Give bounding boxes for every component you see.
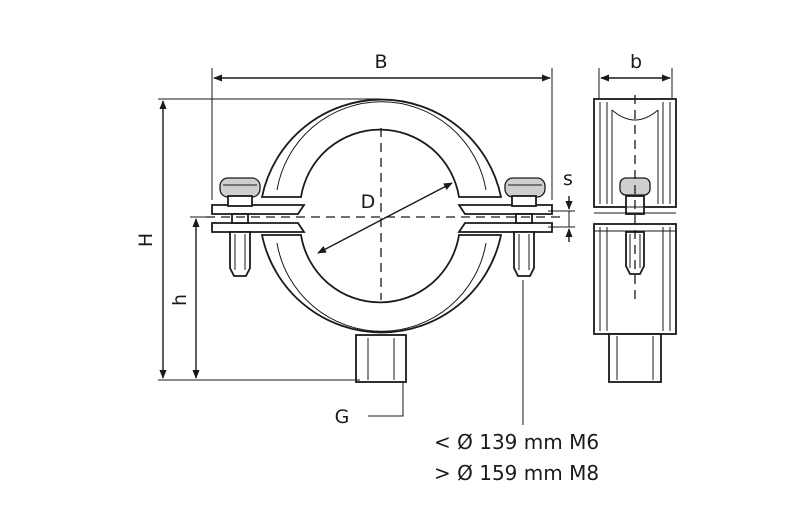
dimensions: B b s H h G D: [135, 51, 673, 428]
upper-flange-left: [211, 204, 306, 215]
upper-clamp-half: [260, 98, 503, 198]
side-view: [593, 95, 677, 383]
lower-clamp-half: [260, 234, 503, 334]
lower-flange-left: [211, 222, 306, 233]
diameter-arrow: [317, 182, 453, 254]
dimension-H-label: H: [135, 233, 157, 247]
dimension-s-label: s: [563, 168, 573, 190]
dimension-b-label: b: [630, 51, 642, 73]
threaded-socket: [355, 334, 407, 383]
dimension-D-label: D: [361, 191, 376, 213]
screw-size-note-small: < Ø 139 mm M6: [434, 430, 599, 454]
dimension-h-label: h: [169, 294, 191, 306]
front-view: [206, 98, 560, 383]
screw-size-note-large: > Ø 159 mm M8: [434, 461, 599, 485]
screw-left: [219, 177, 261, 277]
screw-right: [504, 177, 546, 277]
lower-flange-right: [457, 222, 553, 233]
dimension-G-label: G: [335, 406, 350, 428]
dimension-B-label: B: [374, 51, 387, 73]
upper-flange-right: [457, 204, 553, 215]
